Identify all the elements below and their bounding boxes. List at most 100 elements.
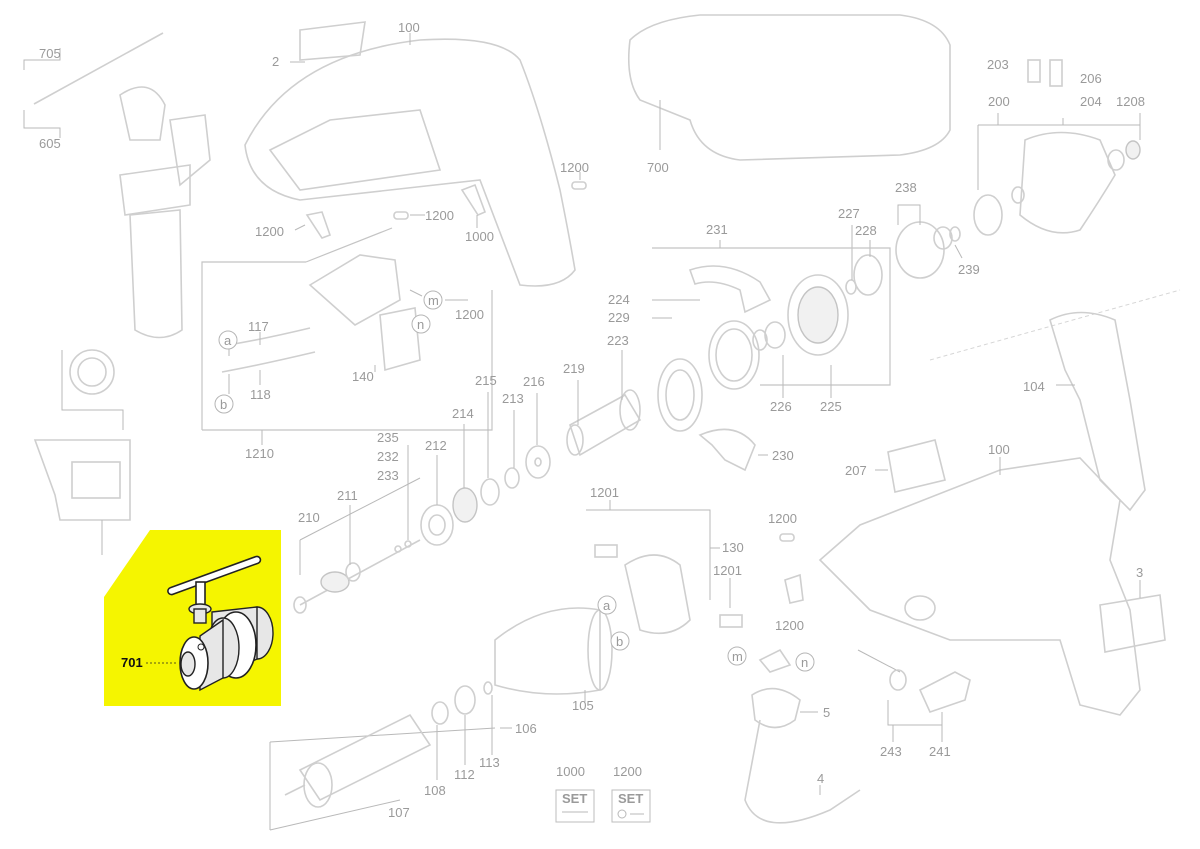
part-label-605: 605 bbox=[39, 136, 61, 151]
part-label-104: 104 bbox=[1023, 379, 1045, 394]
part-label-1201-a: 1201 bbox=[590, 485, 619, 500]
callout-n-1 bbox=[411, 314, 431, 334]
part-label-206: 206 bbox=[1080, 71, 1102, 86]
part-label-231: 231 bbox=[706, 222, 728, 237]
part-label-213: 213 bbox=[502, 391, 524, 406]
screws-top bbox=[294, 172, 587, 239]
callout-label-m-2: m bbox=[732, 649, 743, 664]
callout-label-a-2: a bbox=[603, 598, 611, 613]
part-label-100-right: 100 bbox=[988, 442, 1010, 457]
part-label-1000-b: 1000 bbox=[556, 764, 585, 779]
part-label-1208: 1208 bbox=[1116, 94, 1145, 109]
part-label-100-top: 100 bbox=[398, 20, 420, 35]
part-label-203: 203 bbox=[987, 57, 1009, 72]
part-label-701: 701 bbox=[121, 655, 143, 670]
housing-right-half bbox=[818, 289, 1181, 716]
bearing-parts-238 bbox=[845, 204, 963, 296]
part-label-4: 4 bbox=[817, 771, 824, 786]
part-label-1200-c: 1200 bbox=[255, 224, 284, 239]
part-label-243: 243 bbox=[880, 744, 902, 759]
knob-group bbox=[857, 649, 971, 742]
brush-holder-group bbox=[586, 500, 743, 635]
part-label-214: 214 bbox=[452, 406, 474, 421]
part-label-235: 235 bbox=[377, 430, 399, 445]
stator-field bbox=[494, 607, 613, 702]
part-label-113: 113 bbox=[479, 755, 500, 770]
part-label-228: 228 bbox=[855, 223, 877, 238]
part-label-107: 107 bbox=[388, 805, 410, 820]
part-label-232: 232 bbox=[377, 449, 399, 464]
part-label-200: 200 bbox=[988, 94, 1010, 109]
part-label-1200-e: 1200 bbox=[768, 511, 797, 526]
callout-a-2 bbox=[597, 595, 617, 615]
part-label-1000-a: 1000 bbox=[465, 229, 494, 244]
part-label-1200-a: 1200 bbox=[560, 160, 589, 175]
part-label-3: 3 bbox=[1136, 565, 1143, 580]
part-label-140: 140 bbox=[352, 369, 374, 384]
armature-group bbox=[269, 681, 512, 831]
carry-case bbox=[627, 14, 951, 161]
part-label-1201-b: 1201 bbox=[713, 563, 742, 578]
callout-m-2 bbox=[727, 646, 747, 666]
drill-chuck-drawing bbox=[179, 606, 274, 692]
part-label-229: 229 bbox=[608, 310, 630, 325]
part-label-233: 233 bbox=[377, 468, 399, 483]
part-label-227: 227 bbox=[838, 206, 860, 221]
switch-group-frame bbox=[201, 227, 493, 445]
part-label-118: 118 bbox=[250, 387, 271, 402]
side-handle-group bbox=[23, 32, 211, 339]
spindle-assembly bbox=[293, 445, 421, 614]
left-housing-detail bbox=[33, 349, 131, 555]
part-label-239: 239 bbox=[958, 262, 980, 277]
callout-label-a-1: a bbox=[224, 333, 232, 348]
part-label-207: 207 bbox=[845, 463, 867, 478]
part-label-105: 105 bbox=[572, 698, 594, 713]
chuck-key-drawing bbox=[167, 555, 262, 624]
set-icon-1000: SET bbox=[555, 789, 595, 823]
part-label-225: 225 bbox=[820, 399, 842, 414]
part-label-230: 230 bbox=[772, 448, 794, 463]
part-label-1210: 1210 bbox=[245, 446, 274, 461]
set-icon-1200: SET bbox=[611, 789, 651, 823]
callout-label-n-2: n bbox=[801, 655, 808, 670]
part-label-1200-g: 1200 bbox=[613, 764, 642, 779]
part-label-700: 700 bbox=[647, 160, 669, 175]
housing-left-half bbox=[244, 21, 576, 287]
part-label-112: 112 bbox=[454, 767, 475, 782]
screws-right bbox=[779, 533, 804, 604]
cord-assembly bbox=[744, 648, 861, 824]
part-label-1200-b: 1200 bbox=[425, 208, 454, 223]
spindle-gears bbox=[420, 350, 703, 546]
callout-label-n-1: n bbox=[417, 317, 424, 332]
part-label-130: 130 bbox=[722, 540, 744, 555]
part-label-705: 705 bbox=[39, 46, 61, 61]
callout-label-b-1: b bbox=[220, 397, 227, 412]
set-icon-text-1200: SET bbox=[618, 791, 643, 806]
part-label-1200-d: 1200 bbox=[455, 307, 484, 322]
gear-housing-group bbox=[973, 59, 1141, 236]
callout-label-m-1: m bbox=[428, 293, 439, 308]
part-label-238: 238 bbox=[895, 180, 917, 195]
part-label-241: 241 bbox=[929, 744, 951, 759]
part-label-204: 204 bbox=[1080, 94, 1102, 109]
part-label-2: 2 bbox=[272, 54, 279, 69]
callout-m-1 bbox=[423, 290, 443, 310]
part-label-216: 216 bbox=[523, 374, 545, 389]
part-label-226: 226 bbox=[770, 399, 792, 414]
callout-label-b-2: b bbox=[616, 634, 623, 649]
callout-n-2 bbox=[795, 652, 815, 672]
gear-group-frame bbox=[652, 240, 891, 472]
part-label-108: 108 bbox=[424, 783, 446, 798]
part-label-1200-f: 1200 bbox=[775, 618, 804, 633]
part-label-223: 223 bbox=[607, 333, 629, 348]
part-label-106: 106 bbox=[515, 721, 537, 736]
callout-b-2 bbox=[610, 631, 630, 651]
part-label-219: 219 bbox=[563, 361, 585, 376]
highlighted-part-701[interactable]: 701 bbox=[104, 530, 281, 706]
callout-a-1 bbox=[218, 330, 238, 350]
callout-b-1 bbox=[214, 394, 234, 414]
part-label-211: 211 bbox=[337, 488, 358, 503]
part-label-212: 212 bbox=[425, 438, 447, 453]
part-label-5: 5 bbox=[823, 705, 830, 720]
